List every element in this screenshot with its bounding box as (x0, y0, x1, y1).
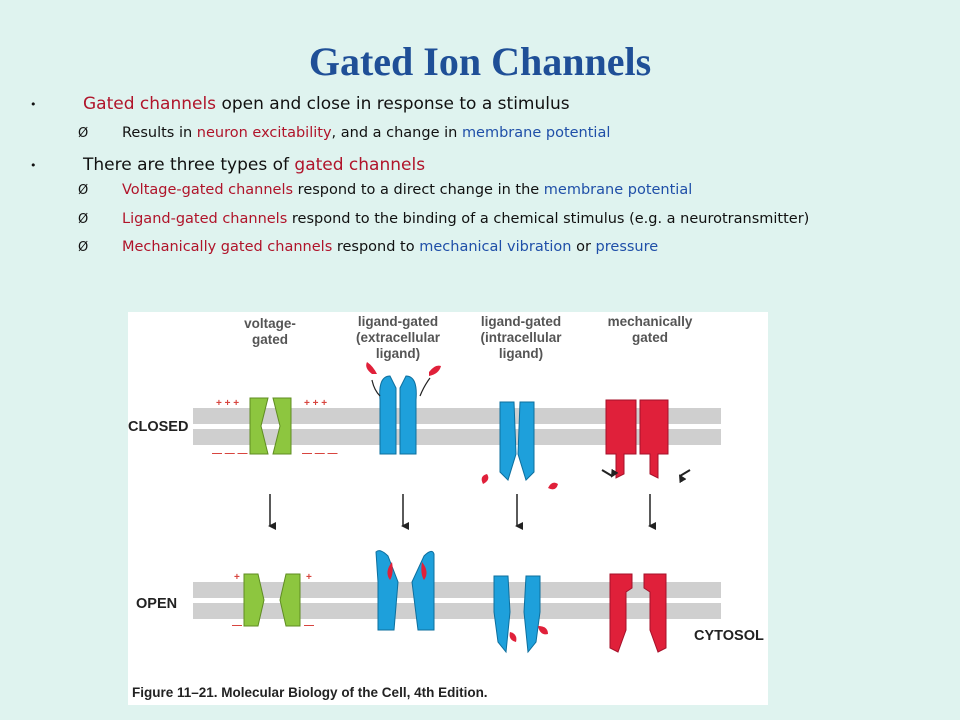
label-ligand-intracellular-1: ligand-gated (481, 314, 561, 329)
state-closed-label: CLOSED (128, 419, 188, 435)
label-voltage-gated-2: gated (252, 332, 288, 347)
label-voltage-gated-1: voltage- (244, 316, 296, 331)
label-ligand-extracellular-2: (extracellular (356, 330, 441, 345)
mechanical-force-arrow-left (601, 468, 619, 478)
ligand-arrow-right (419, 377, 431, 397)
membrane-open-lower (193, 603, 721, 619)
charge-negative-open-left: — (232, 620, 242, 631)
sub-bullet-ligand-gated: Ligand-gated channels respond to the bin… (122, 211, 810, 227)
sub-bullet-mechanically-gated: Mechanically gated channels respond to m… (122, 239, 659, 255)
label-mechanically-gated-2: gated (632, 330, 668, 345)
charge-positive-open-right: + (306, 572, 312, 583)
voltage-channel-closed-left (249, 397, 269, 455)
ligand-ext-channel-closed-left (379, 375, 397, 455)
sub-bullet-voltage-gated: Voltage-gated channels respond to a dire… (122, 182, 693, 198)
slide-title: Gated Ion Channels (308, 39, 652, 84)
ligand-molecule-left (366, 362, 377, 374)
sub-bullet-excitability: Results in neuron excitability, and a ch… (122, 125, 611, 141)
arrow-bullet-icon: Ø (78, 126, 89, 141)
mechanical-channel-closed-left (605, 399, 637, 479)
membrane-closed-lower (193, 429, 721, 445)
label-ligand-intracellular-2: (intracellular (480, 330, 562, 345)
ligand-ext-channel-closed-right (399, 375, 417, 455)
gated-channels-figure: voltage- gated ligand-gated (extracellul… (128, 312, 768, 705)
mechanical-force-arrow-right (678, 469, 691, 484)
label-mechanically-gated-1: mechanically (608, 314, 693, 329)
ligand-int-molecule-left (481, 474, 489, 484)
voltage-channel-open-left (243, 573, 265, 627)
label-ligand-intracellular-3: ligand) (499, 346, 543, 361)
term-gated-channels: Gated channels (83, 94, 217, 114)
charge-negative-right: — — — (302, 448, 338, 459)
arrow-bullet-icon: Ø (78, 183, 89, 198)
charge-positive-left: + + + (216, 398, 239, 409)
charge-negative-left: — — — (212, 448, 248, 459)
bullet-gated-channels: Gated channels open and close in respons… (83, 94, 570, 114)
charge-positive-open-left: + (234, 572, 240, 583)
bound-int-ligand-right (538, 626, 548, 635)
ligand-ext-channel-open-left (375, 550, 399, 631)
arrow-bullet-icon: Ø (78, 212, 89, 227)
voltage-channel-closed-right (272, 397, 292, 455)
bullet-text: open and close in response to a stimulus (216, 94, 570, 114)
channel-diagram: voltage- gated ligand-gated (extracellul… (128, 314, 764, 700)
ligand-int-molecule-right (548, 482, 558, 490)
term-gated-channels: gated channels (294, 155, 426, 175)
charge-negative-open-right: — (304, 620, 314, 631)
arrow-bullet-icon: Ø (78, 240, 89, 255)
ligand-int-channel-open-right (523, 575, 541, 654)
ligand-arrow-left (371, 379, 381, 397)
ligand-int-channel-closed-right (517, 401, 535, 481)
mechanical-channel-open-right (643, 573, 667, 653)
ligand-molecule-right (429, 365, 441, 376)
membrane-open-upper (193, 582, 721, 598)
label-ligand-extracellular-3: ligand) (376, 346, 420, 361)
label-ligand-extracellular-1: ligand-gated (358, 314, 438, 329)
state-open-label: OPEN (136, 596, 177, 612)
charge-positive-right: + + + (304, 398, 327, 409)
bound-ligand-right (421, 562, 427, 580)
bound-int-ligand-left (509, 632, 517, 642)
mechanical-channel-closed-right (639, 399, 669, 479)
bound-ligand-left (387, 562, 393, 580)
mechanical-channel-open-left (609, 573, 633, 653)
bullet-marker: • (30, 98, 37, 111)
cytosol-label: CYTOSOL (694, 628, 764, 644)
bullet-marker: • (30, 159, 37, 172)
figure-caption: Figure 11–21. Molecular Biology of the C… (132, 685, 488, 700)
ligand-int-channel-closed-left (499, 401, 517, 481)
voltage-channel-open-right (279, 573, 301, 627)
ligand-int-channel-open-left (493, 575, 511, 654)
ligand-ext-channel-open-right (411, 550, 435, 631)
bullet-three-types: There are three types of gated channels (83, 155, 426, 175)
membrane-closed-upper (193, 408, 721, 424)
